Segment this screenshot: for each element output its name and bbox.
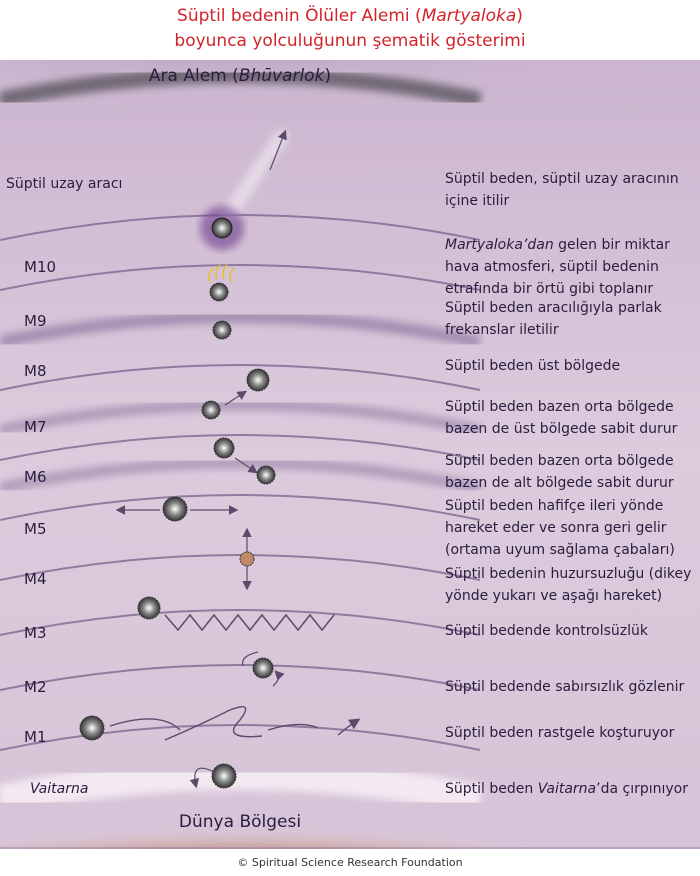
- vaitarna-arrow: [189, 767, 215, 789]
- layer-band: [0, 609, 481, 636]
- title-suffix: ): [516, 6, 523, 26]
- subtle-body-m10-icon: [209, 282, 229, 302]
- layer-band: [0, 214, 481, 241]
- layer-band: [0, 664, 481, 691]
- diagram-canvas: [0, 60, 700, 849]
- desc-m6: Süptil beden bazen orta bölgede bazen de…: [445, 453, 674, 491]
- level-m3: M3: [24, 624, 47, 642]
- desc-vaitarna: Süptil beden Vaitarna’da çırpınıyor: [445, 778, 695, 800]
- desc-m2: Süptil bedende sabırsızlık gözlenir: [445, 679, 685, 695]
- copyright: © Spiritual Science Research Foundation: [237, 856, 463, 869]
- m3-zigzag-path: [164, 613, 335, 632]
- m8-m7-arrow: [224, 390, 248, 406]
- desc-m3: Süptil bedende kontrolsüzlük: [445, 623, 649, 639]
- level-m5: M5: [24, 520, 47, 538]
- subtle-body-m1-icon: [79, 715, 105, 741]
- subtle-body-m8-icon: [246, 368, 270, 392]
- desc-m5: Süptil beden hafifçe ileri yönde hareket…: [445, 498, 675, 558]
- top-region-label: Ara Alem (Bhūvarlok): [0, 66, 480, 86]
- subtle-body-m5-icon: [162, 496, 188, 522]
- subtle-body-m6-lower-icon: [256, 465, 276, 485]
- layer-band: [0, 434, 481, 461]
- desc-m1: Süptil beden rastgele koşturuyor: [445, 725, 675, 741]
- m2-circular-arrow: [241, 651, 279, 687]
- level-m10: M10: [24, 258, 57, 276]
- top-region-suffix: ): [324, 66, 332, 86]
- level-m4: M4: [24, 570, 47, 588]
- title-prefix: Süptil bedenin Ölüler Alemi (: [177, 6, 422, 26]
- bottom-region-label: Dünya Bölgesi: [178, 812, 302, 832]
- layer-band: [0, 724, 481, 751]
- earth-region: [0, 805, 534, 849]
- level-m2: M2: [24, 678, 47, 696]
- subtle-vehicle-icon: [211, 217, 233, 239]
- top-region-italic: Bhūvarlok: [238, 66, 325, 86]
- vaitarna-label: Vaitarna: [30, 781, 89, 797]
- desc-m8: Süptil beden üst bölgede: [445, 358, 621, 374]
- vehicle-label: Süptil uzay aracı: [6, 176, 123, 192]
- level-m1: M1: [24, 728, 47, 746]
- layer-band: [0, 364, 481, 391]
- desc-vaitarna-prefix: Süptil beden: [445, 781, 538, 797]
- subtle-body-m6-upper-icon: [213, 437, 235, 459]
- vehicle-trajectory-arrow: [269, 129, 287, 171]
- top-dark-band: [0, 67, 482, 108]
- desc-vaitarna-italic: Vaitarna: [537, 781, 597, 797]
- desc-m10-rest: gelen bir miktar hava atmosferi, süptil …: [445, 237, 670, 297]
- title-line-1: Süptil bedenin Ölüler Alemi (Martyaloka): [0, 4, 700, 29]
- m6-arrow: [234, 457, 258, 474]
- page-title: Süptil bedenin Ölüler Alemi (Martyaloka)…: [0, 4, 700, 54]
- desc-m9: Süptil beden aracılığıyla parlak frekans…: [445, 300, 662, 338]
- subtle-body-vaitarna-icon: [211, 763, 237, 789]
- level-m9: M9: [24, 312, 47, 330]
- layer-band: [0, 494, 481, 521]
- subtle-body-m7-icon: [201, 400, 221, 420]
- layer-band-blur: [0, 400, 482, 435]
- title-line-2: boyunca yolculuğunun şematik gösterimi: [174, 31, 526, 51]
- desc-m7: Süptil beden bazen orta bölgede bazen de…: [445, 399, 678, 437]
- layer-band-blur: [0, 311, 482, 348]
- level-m6: M6: [24, 468, 47, 486]
- desc-m10-italic: Martyaloka’dan: [445, 237, 554, 253]
- layer-band-blur: [0, 458, 482, 493]
- subtle-body-m4-icon: [239, 551, 255, 567]
- desc-vehicle: Süptil beden, süptil uzay aracının içine…: [445, 171, 679, 209]
- subtle-body-m9-icon: [212, 320, 232, 340]
- air-cloak-lines: [208, 264, 235, 283]
- subtle-body-m2-icon: [252, 657, 274, 679]
- desc-vaitarna-suffix: ’da çırpınıyor: [596, 781, 688, 797]
- m1-random-path: [109, 706, 358, 741]
- level-m7: M7: [24, 418, 47, 436]
- subtle-body-m3-icon: [137, 596, 161, 620]
- layer-band: [0, 264, 481, 291]
- vaitarna-band: [0, 760, 484, 815]
- desc-m10: Martyaloka’dan gelen bir miktar hava atm…: [445, 234, 695, 300]
- layer-band: [0, 554, 481, 581]
- desc-m4: Süptil bedenin huzursuzluğu (dikey yönde…: [445, 566, 692, 604]
- top-region-prefix: Ara Alem (: [148, 66, 239, 86]
- level-m8: M8: [24, 362, 47, 380]
- title-italic: Martyaloka: [421, 6, 517, 26]
